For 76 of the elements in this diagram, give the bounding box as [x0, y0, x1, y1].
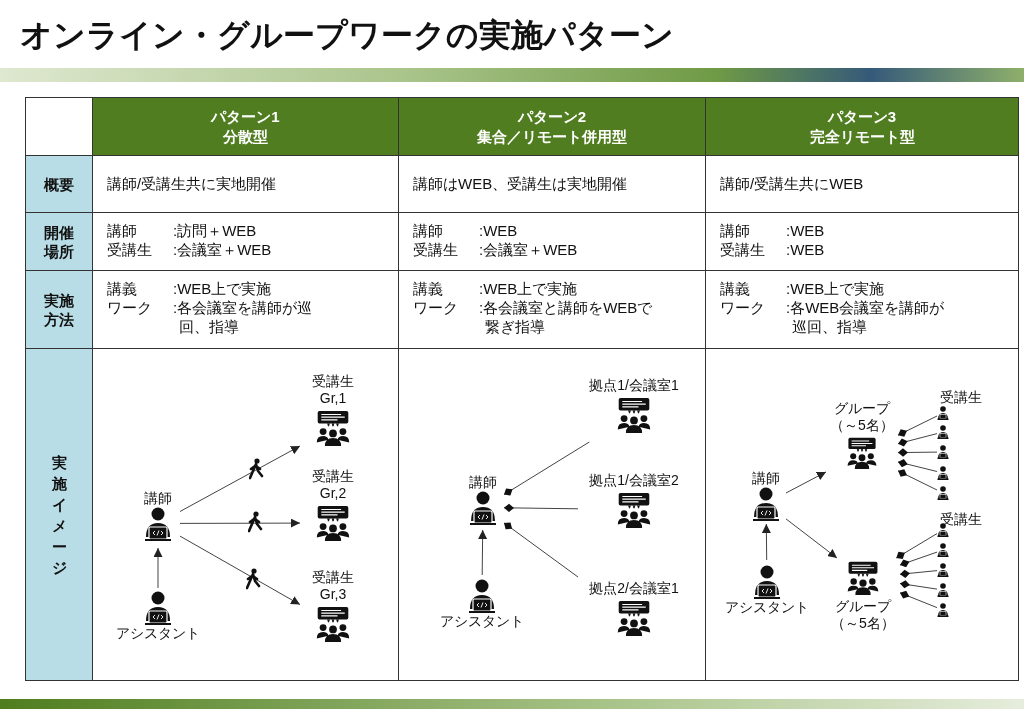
arrow: [179, 535, 301, 606]
cell-text: 講師: [413, 221, 444, 240]
connector-line: [503, 522, 579, 578]
node-label: アシスタント: [440, 612, 524, 630]
node-label: 受講生: [312, 568, 354, 586]
header-text: パターン1: [211, 106, 280, 127]
node-label: グループ: [835, 598, 891, 615]
cell-text: 講義: [413, 279, 444, 298]
connector-line: [897, 415, 938, 437]
cell-text: :各会議室を講師が巡回、指導: [173, 298, 314, 336]
node-label: 拠点1/会議室1: [589, 376, 679, 394]
connector-line: [895, 533, 938, 559]
cell-text: ワーク: [107, 298, 153, 318]
node-label: Gr,1: [319, 390, 347, 407]
header-text: 分散型: [223, 126, 268, 147]
arrow: [785, 518, 838, 559]
row-header-cell: 実施イメージ: [25, 348, 93, 681]
node-label: Gr,2: [319, 485, 347, 502]
cell-text: :WEB上で実施: [173, 279, 273, 298]
cell-text: ワーク: [413, 298, 459, 318]
header-text: 集合／リモート併用型: [477, 126, 627, 147]
connector-line: [899, 580, 938, 590]
arrow: [153, 547, 163, 589]
header-text: 完全リモート型: [809, 126, 915, 147]
cell-text: :WEB: [786, 221, 826, 240]
connector-line: [897, 469, 938, 491]
row-header-cell: 概要: [25, 155, 93, 213]
cell-text: :WEB上で実施: [479, 279, 579, 298]
node-label: 受講生: [312, 468, 354, 485]
connector-line: [897, 448, 938, 457]
cell-text: :各WEB会議室を講師が巡回、指導: [786, 298, 946, 336]
page-title: オンライン・グループワークの実施パターン: [20, 16, 674, 55]
node-label: グループ: [834, 400, 890, 417]
header-text: パターン3: [827, 106, 897, 127]
cell-text: :訪問＋WEB: [173, 221, 258, 240]
cell-text: :会議室＋WEB: [479, 240, 579, 259]
cell-text: :WEB: [479, 221, 519, 240]
node-label: 拠点1/会議室2: [589, 471, 679, 489]
cell-text: :WEB上で実施: [786, 279, 886, 298]
node-label: Gr,3: [319, 585, 347, 603]
connector-line: [503, 503, 579, 513]
connector-line: [503, 441, 590, 496]
arrow: [761, 523, 771, 561]
connector-line: [899, 551, 938, 568]
node-label: アシスタント: [116, 624, 200, 642]
cell-text: 受講生: [107, 240, 153, 259]
connector-line: [897, 459, 938, 472]
node-label: （～5名）: [830, 417, 894, 434]
arrow: [785, 471, 827, 494]
arrow: [478, 529, 488, 576]
node-label: 受講生: [312, 373, 354, 390]
connector-line: [899, 569, 938, 578]
arrow: [179, 518, 301, 528]
cell-text: 講義: [107, 279, 138, 298]
node-label: 拠点2/会議室1: [589, 580, 679, 597]
cell-text: 受講生: [720, 240, 766, 259]
column-label: 受講生: [940, 389, 982, 406]
arrow: [179, 445, 301, 512]
header-text: パターン2: [517, 106, 587, 127]
row-header-cell: 実施方法: [25, 270, 93, 349]
connector-line: [899, 590, 938, 609]
node-label: 講師: [144, 489, 172, 507]
node-label: （～5名）: [831, 615, 895, 632]
cell-text: :各会議室と講師をWEBで繋ぎ指導: [479, 298, 654, 336]
node-label: アシスタント: [725, 598, 809, 616]
row-header-cell: 開催場所: [25, 212, 93, 271]
cell-text: 講師: [720, 221, 751, 240]
cell-text: :WEB: [786, 240, 826, 259]
node-label: 講師: [752, 469, 780, 487]
node-label: 講師: [469, 473, 497, 491]
cell-text: ワーク: [720, 298, 766, 318]
cell-text: 講師: [107, 221, 138, 240]
connector-line: [897, 433, 938, 447]
cell-text: 受講生: [413, 240, 459, 259]
cell-text: 講義: [720, 279, 751, 298]
cell-text: :会議室＋WEB: [173, 240, 273, 259]
